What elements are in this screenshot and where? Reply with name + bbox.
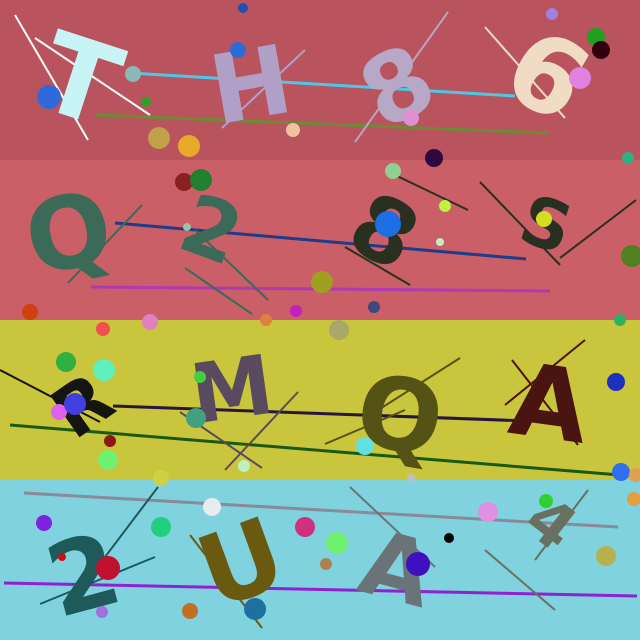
noise-dots-band-2 xyxy=(22,163,640,330)
captcha-char: A xyxy=(503,340,596,467)
noise-dots-band-1 xyxy=(37,3,634,167)
noise-lines-band-3 xyxy=(0,339,621,477)
noise-lines-band-4 xyxy=(3,486,638,629)
captcha-char: Q xyxy=(348,350,452,480)
noise-dots-band-3 xyxy=(51,320,640,486)
noise-dots-band-4 xyxy=(36,492,640,620)
band-3-characters: R M Q A xyxy=(37,338,596,481)
noise-lines-band-1 xyxy=(14,11,566,143)
captcha-char: H xyxy=(202,25,299,147)
